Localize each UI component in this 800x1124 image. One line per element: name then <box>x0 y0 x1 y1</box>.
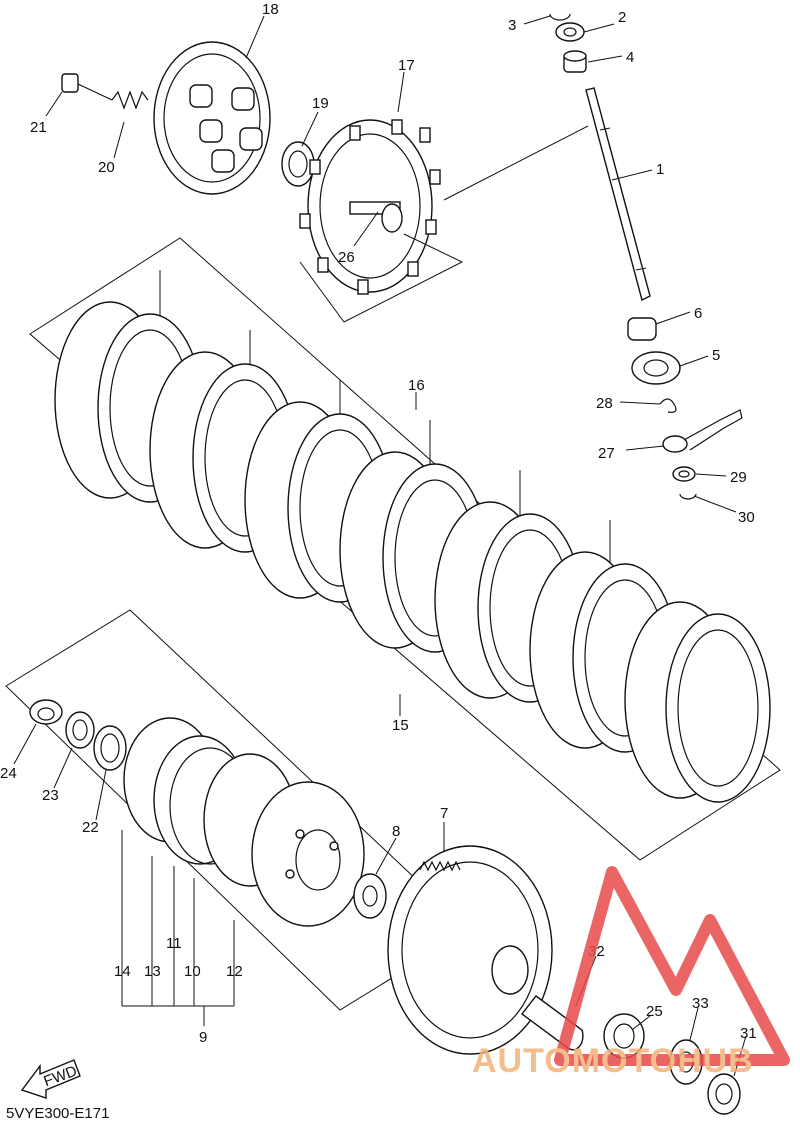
shaft <box>585 87 651 302</box>
part-code: 5VYE300-E171 <box>6 1105 109 1122</box>
lever-circlip <box>679 493 697 500</box>
callout-26: 26 <box>338 249 355 266</box>
fwd-label: FWD <box>41 1063 79 1091</box>
callout-18: 18 <box>262 1 279 18</box>
group-bracket <box>121 830 235 1026</box>
callout-25: 25 <box>646 1003 663 1020</box>
callout-30: 30 <box>738 509 755 526</box>
washer <box>555 22 585 42</box>
spacer-plate <box>353 873 387 919</box>
callout-20: 20 <box>98 159 115 176</box>
release-lever <box>662 409 743 453</box>
lever-washer <box>672 466 696 482</box>
callout-27: 27 <box>598 445 615 462</box>
callout-6: 6 <box>694 305 702 322</box>
callout-33: 33 <box>692 995 709 1012</box>
thrust-washer <box>93 725 127 771</box>
callout-17: 17 <box>398 57 415 74</box>
watermark-text: AUTOMOTOHUB <box>472 1042 754 1080</box>
ball-bearing <box>631 351 681 385</box>
callout-29: 29 <box>730 469 747 486</box>
callout-8: 8 <box>392 823 400 840</box>
circlip <box>549 13 571 21</box>
spring <box>111 90 149 110</box>
clutch-plate-stack <box>54 301 771 803</box>
callout-2: 2 <box>618 9 626 26</box>
needle-bearing <box>627 317 657 341</box>
lever-spring <box>659 398 677 413</box>
collar <box>563 50 587 73</box>
callout-3: 3 <box>508 17 516 34</box>
callout-28: 28 <box>596 395 613 412</box>
callout-14: 14 <box>114 963 131 980</box>
callout-4: 4 <box>626 49 634 66</box>
callout-1: 1 <box>656 161 664 178</box>
fwd-arrow-icon: FWD <box>20 1059 81 1099</box>
callout-31: 31 <box>740 1025 757 1042</box>
lock-washer <box>65 711 95 749</box>
primary-driven-gear <box>387 845 553 1055</box>
callout-24: 24 <box>0 765 17 782</box>
callout-16: 16 <box>408 377 425 394</box>
pressure-plate <box>153 41 271 195</box>
callout-labels: 1 2 3 4 5 6 7 8 9 10 11 12 13 14 15 16 1… <box>0 1 757 1046</box>
callout-11: 11 <box>166 935 182 952</box>
push-rod <box>349 201 403 233</box>
callout-13: 13 <box>144 963 161 980</box>
callout-15: 15 <box>392 717 409 734</box>
callout-23: 23 <box>42 787 59 804</box>
thrust-washer-lower <box>707 1073 741 1115</box>
callout-22: 22 <box>82 819 99 836</box>
callout-19: 19 <box>312 95 329 112</box>
watermark-logo: AUTOMOTOHUB <box>472 866 790 1080</box>
callout-10: 10 <box>184 963 201 980</box>
callout-5: 5 <box>712 347 720 364</box>
callout-7: 7 <box>440 805 448 822</box>
bolt <box>61 73 113 101</box>
bearing <box>281 141 315 187</box>
callout-9: 9 <box>199 1029 207 1046</box>
callout-12: 12 <box>226 963 243 980</box>
clutch-boss-assembly <box>123 717 365 927</box>
callout-21: 21 <box>30 119 47 136</box>
lock-nut <box>29 699 63 725</box>
